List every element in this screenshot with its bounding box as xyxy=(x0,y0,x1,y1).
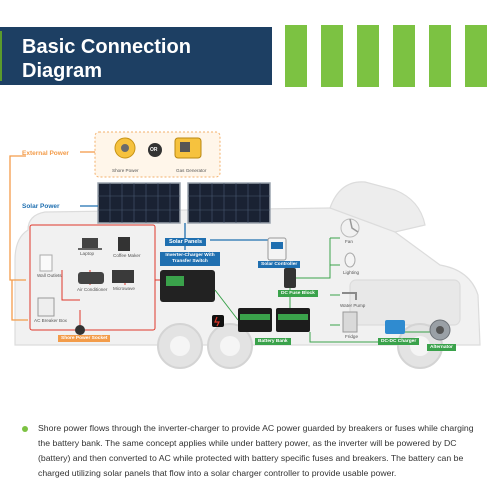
shore-power-icon xyxy=(114,137,136,159)
description-text: Shore power flows through the inverter-c… xyxy=(38,423,474,478)
air-conditioner-label: Air Conditioner xyxy=(77,287,108,292)
rv-illustration xyxy=(9,131,481,369)
battery-icon xyxy=(238,308,310,332)
shore-power-socket-tag: Shore Power Socket xyxy=(58,335,111,342)
socket-icon xyxy=(75,325,85,335)
outlet-icon xyxy=(39,254,53,272)
microwave-label: Microwave xyxy=(113,286,135,291)
shore-power-label: Shore Power xyxy=(112,168,139,173)
lighting-label: Lighting xyxy=(343,270,360,275)
solar-panels-tag: Solar Panels xyxy=(165,238,207,246)
bulb-icon xyxy=(344,252,356,268)
wall-outlets-label: Wall Outlets xyxy=(37,273,62,278)
banner-accent xyxy=(0,31,2,81)
fuse-block-icon xyxy=(284,268,296,288)
laptop-icon xyxy=(78,238,102,250)
ac-breaker-box-label: AC Breaker Box xyxy=(34,318,67,323)
decorative-stripes xyxy=(285,25,500,87)
microwave-icon xyxy=(112,270,134,283)
dc-dc-charger-tag: DC-DC Charger xyxy=(378,338,420,345)
fridge-label: Fridge xyxy=(345,334,359,339)
coffee-maker-icon xyxy=(118,237,130,251)
battery-bank-tag: Battery Bank xyxy=(255,338,291,345)
fridge-icon xyxy=(342,311,358,333)
gas-generator-label: Gas Generator xyxy=(176,168,207,173)
controller-icon xyxy=(267,237,287,261)
fan-icon xyxy=(340,218,360,238)
dc-dc-charger-icon xyxy=(385,320,405,334)
solar-controller-tag: Solar Controller xyxy=(258,261,301,268)
water-pump-label: Water Pump xyxy=(340,303,366,308)
breaker-box-icon xyxy=(37,297,55,317)
or-label: OR xyxy=(150,147,158,153)
alternator-tag: Alternator xyxy=(427,344,456,351)
page-title: Basic Connection Diagram xyxy=(22,36,191,82)
connection-diagram: External Power Solar Power OR Shore Powe… xyxy=(0,120,500,390)
solar-power-label: Solar Power xyxy=(22,203,60,210)
laptop-label: Laptop xyxy=(80,251,95,256)
coffee-maker-label: Coffee Maker xyxy=(113,253,141,258)
faucet-icon xyxy=(342,292,357,300)
fan-label: Fan xyxy=(345,239,353,244)
inverter-icon xyxy=(160,270,215,302)
alternator-icon xyxy=(429,319,451,341)
inverter-charger-tag: Inverter-Charger With Transfer Switch xyxy=(160,252,220,266)
air-conditioner-icon xyxy=(78,272,104,284)
external-power-label: External Power xyxy=(22,150,69,157)
solar-panel-icon xyxy=(97,182,271,224)
generator-icon xyxy=(174,137,202,159)
dc-fuse-block-tag: DC Fuse Block xyxy=(278,290,318,297)
title-banner xyxy=(0,27,272,85)
bullet-icon xyxy=(22,426,28,432)
